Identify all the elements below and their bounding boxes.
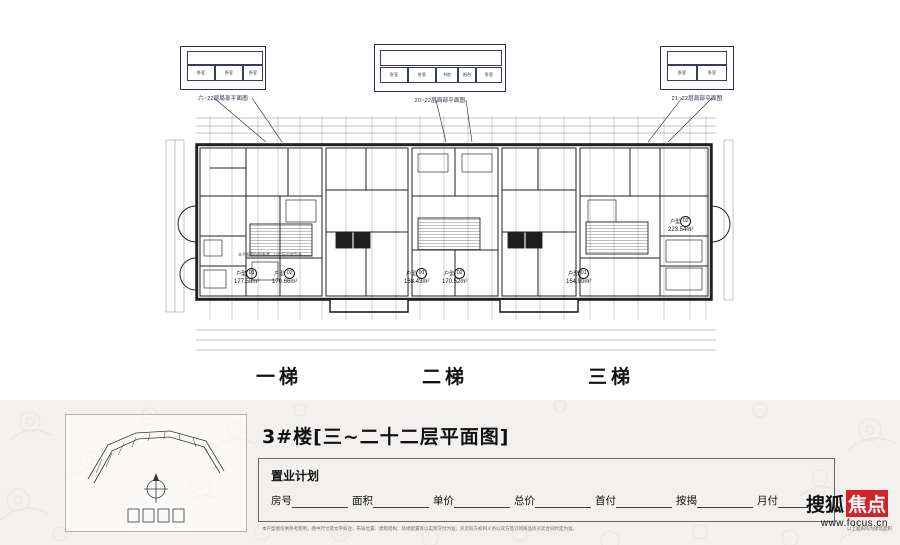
unit-3-badge: 01 xyxy=(416,268,428,279)
unit-1-area: 177.58m² xyxy=(234,279,260,285)
unit-4-area: 170.52m² xyxy=(442,279,468,285)
ladder-label-1: 一梯 xyxy=(256,366,303,388)
callout-left-caption: 六~22层局部平面图 xyxy=(198,96,248,102)
field-unit-price-input[interactable] xyxy=(454,496,510,508)
purchase-plan-fields: 房号 面积 单价 总价 首付 xyxy=(271,493,824,508)
logo-url: www.focus.cn xyxy=(820,518,888,529)
callout-left-room-1: 卧室 xyxy=(215,65,243,81)
callout-center: 卧室 卧室 书房 阳台 卧室 20~22层局部平面图 xyxy=(374,44,506,104)
field-mortgage-input[interactable] xyxy=(697,496,753,508)
logo-brand: 搜狐 焦点 xyxy=(806,490,888,517)
field-room-no-label: 房号 xyxy=(271,495,292,507)
callout-center-room-3: 阳台 xyxy=(458,67,476,83)
logo-red-text: 焦点 xyxy=(845,490,888,517)
field-monthly-payment-input[interactable] xyxy=(778,496,808,508)
area-note: 以上面积均为建筑面积 xyxy=(847,527,892,532)
unit-4-title: 户型 xyxy=(444,271,455,278)
field-area-label: 面积 xyxy=(352,495,373,507)
field-area-input[interactable] xyxy=(373,496,429,508)
field-room-no-input[interactable] xyxy=(292,496,348,508)
unit-5-area: 164.90m² xyxy=(566,279,592,285)
field-monthly-payment-label: 月付 xyxy=(757,495,778,507)
unit-4-badge: 02 xyxy=(454,268,466,279)
callout-center-upper xyxy=(380,50,502,66)
ladder-label-2: 二梯 xyxy=(422,366,469,388)
unit-6-title: 户型 xyxy=(670,219,681,226)
callout-center-room-0: 卧室 xyxy=(380,67,408,83)
callout-left-upper xyxy=(187,51,263,65)
callout-right-caption: 21~22层局部平面图 xyxy=(671,96,723,102)
unit-3-area: 168.43m² xyxy=(404,279,430,285)
callout-center-room-1: 卧室 xyxy=(408,67,436,83)
unit-2-badge: 02 xyxy=(284,268,296,279)
purchase-plan-box: 置业计划 房号 面积 单价 总价 首 xyxy=(258,458,835,522)
callout-right: 卧室 卧室 21~22层局部平面图 xyxy=(660,46,734,102)
callout-center-room-4: 卧室 xyxy=(476,67,502,83)
unit-6-badge: 02 xyxy=(680,216,692,227)
page-title: 3#楼[三~二十二层平面图] xyxy=(262,426,510,448)
field-mortgage-label: 按揭 xyxy=(676,495,697,507)
callout-right-room-1: 卧室 xyxy=(697,65,727,81)
callout-left: 卧室 卧室 卧室 六~22层局部平面图 xyxy=(180,46,266,102)
field-mortgage[interactable]: 按揭 xyxy=(676,493,753,508)
unit-5-title: 户型 xyxy=(568,271,579,278)
sohu-focus-logo[interactable]: 搜狐 焦点 www.focus.cn xyxy=(806,490,888,529)
unit-1-badge: 01 xyxy=(246,268,258,279)
callout-center-caption: 20~22层局部平面图 xyxy=(414,98,466,104)
unit-2-area: 170.66m² xyxy=(272,279,298,285)
drawing-note: 本平面图仅供参考，以实际交房为准 xyxy=(238,252,302,257)
unit-5-badge: 01 xyxy=(578,268,590,279)
key-plan-diagram xyxy=(65,414,247,532)
callout-left-room-2: 卧室 xyxy=(243,65,263,81)
disclaimer-text: 本户型图仅供参考使用，图中尺寸及文字标注、布局位置、建筑结构、装修配置等以实际交… xyxy=(262,527,577,532)
unit-3-title: 户型 xyxy=(406,271,417,278)
floor-plan-drawing xyxy=(165,97,734,351)
callout-right-upper xyxy=(667,51,727,65)
drawing-area: 卧室 卧室 卧室 六~22层局部平面图 卧室 卧室 书房 阳台 卧室 20~22… xyxy=(165,44,734,388)
field-room-no[interactable]: 房号 xyxy=(271,493,348,508)
unit-2-title: 户型 xyxy=(274,271,285,278)
logo-cn-text: 搜狐 xyxy=(805,494,844,516)
field-down-payment-input[interactable] xyxy=(616,496,672,508)
purchase-plan-title: 置业计划 xyxy=(271,469,320,483)
unit-6-area: 223.54m² xyxy=(668,227,694,233)
callout-left-room-0: 卧室 xyxy=(187,65,215,81)
callout-right-room-0: 卧室 xyxy=(667,65,697,81)
field-unit-price[interactable]: 单价 xyxy=(433,493,510,508)
unit-1-title: 户型 xyxy=(236,271,247,278)
field-total-price-label: 总价 xyxy=(514,495,535,507)
field-area[interactable]: 面积 xyxy=(352,493,429,508)
field-total-price-input[interactable] xyxy=(535,496,591,508)
field-unit-price-label: 单价 xyxy=(433,495,454,507)
field-monthly-payment[interactable]: 月付 xyxy=(757,493,808,508)
field-down-payment-label: 首付 xyxy=(595,495,616,507)
field-total-price[interactable]: 总价 xyxy=(514,493,591,508)
callout-center-room-2: 书房 xyxy=(436,67,458,83)
bottom-info-band: 3#楼[三~二十二层平面图] 置业计划 房号 面积 单价 总价 xyxy=(0,400,900,545)
ladder-label-3: 三梯 xyxy=(588,366,635,388)
field-down-payment[interactable]: 首付 xyxy=(595,493,672,508)
key-plan-svg xyxy=(87,430,225,523)
